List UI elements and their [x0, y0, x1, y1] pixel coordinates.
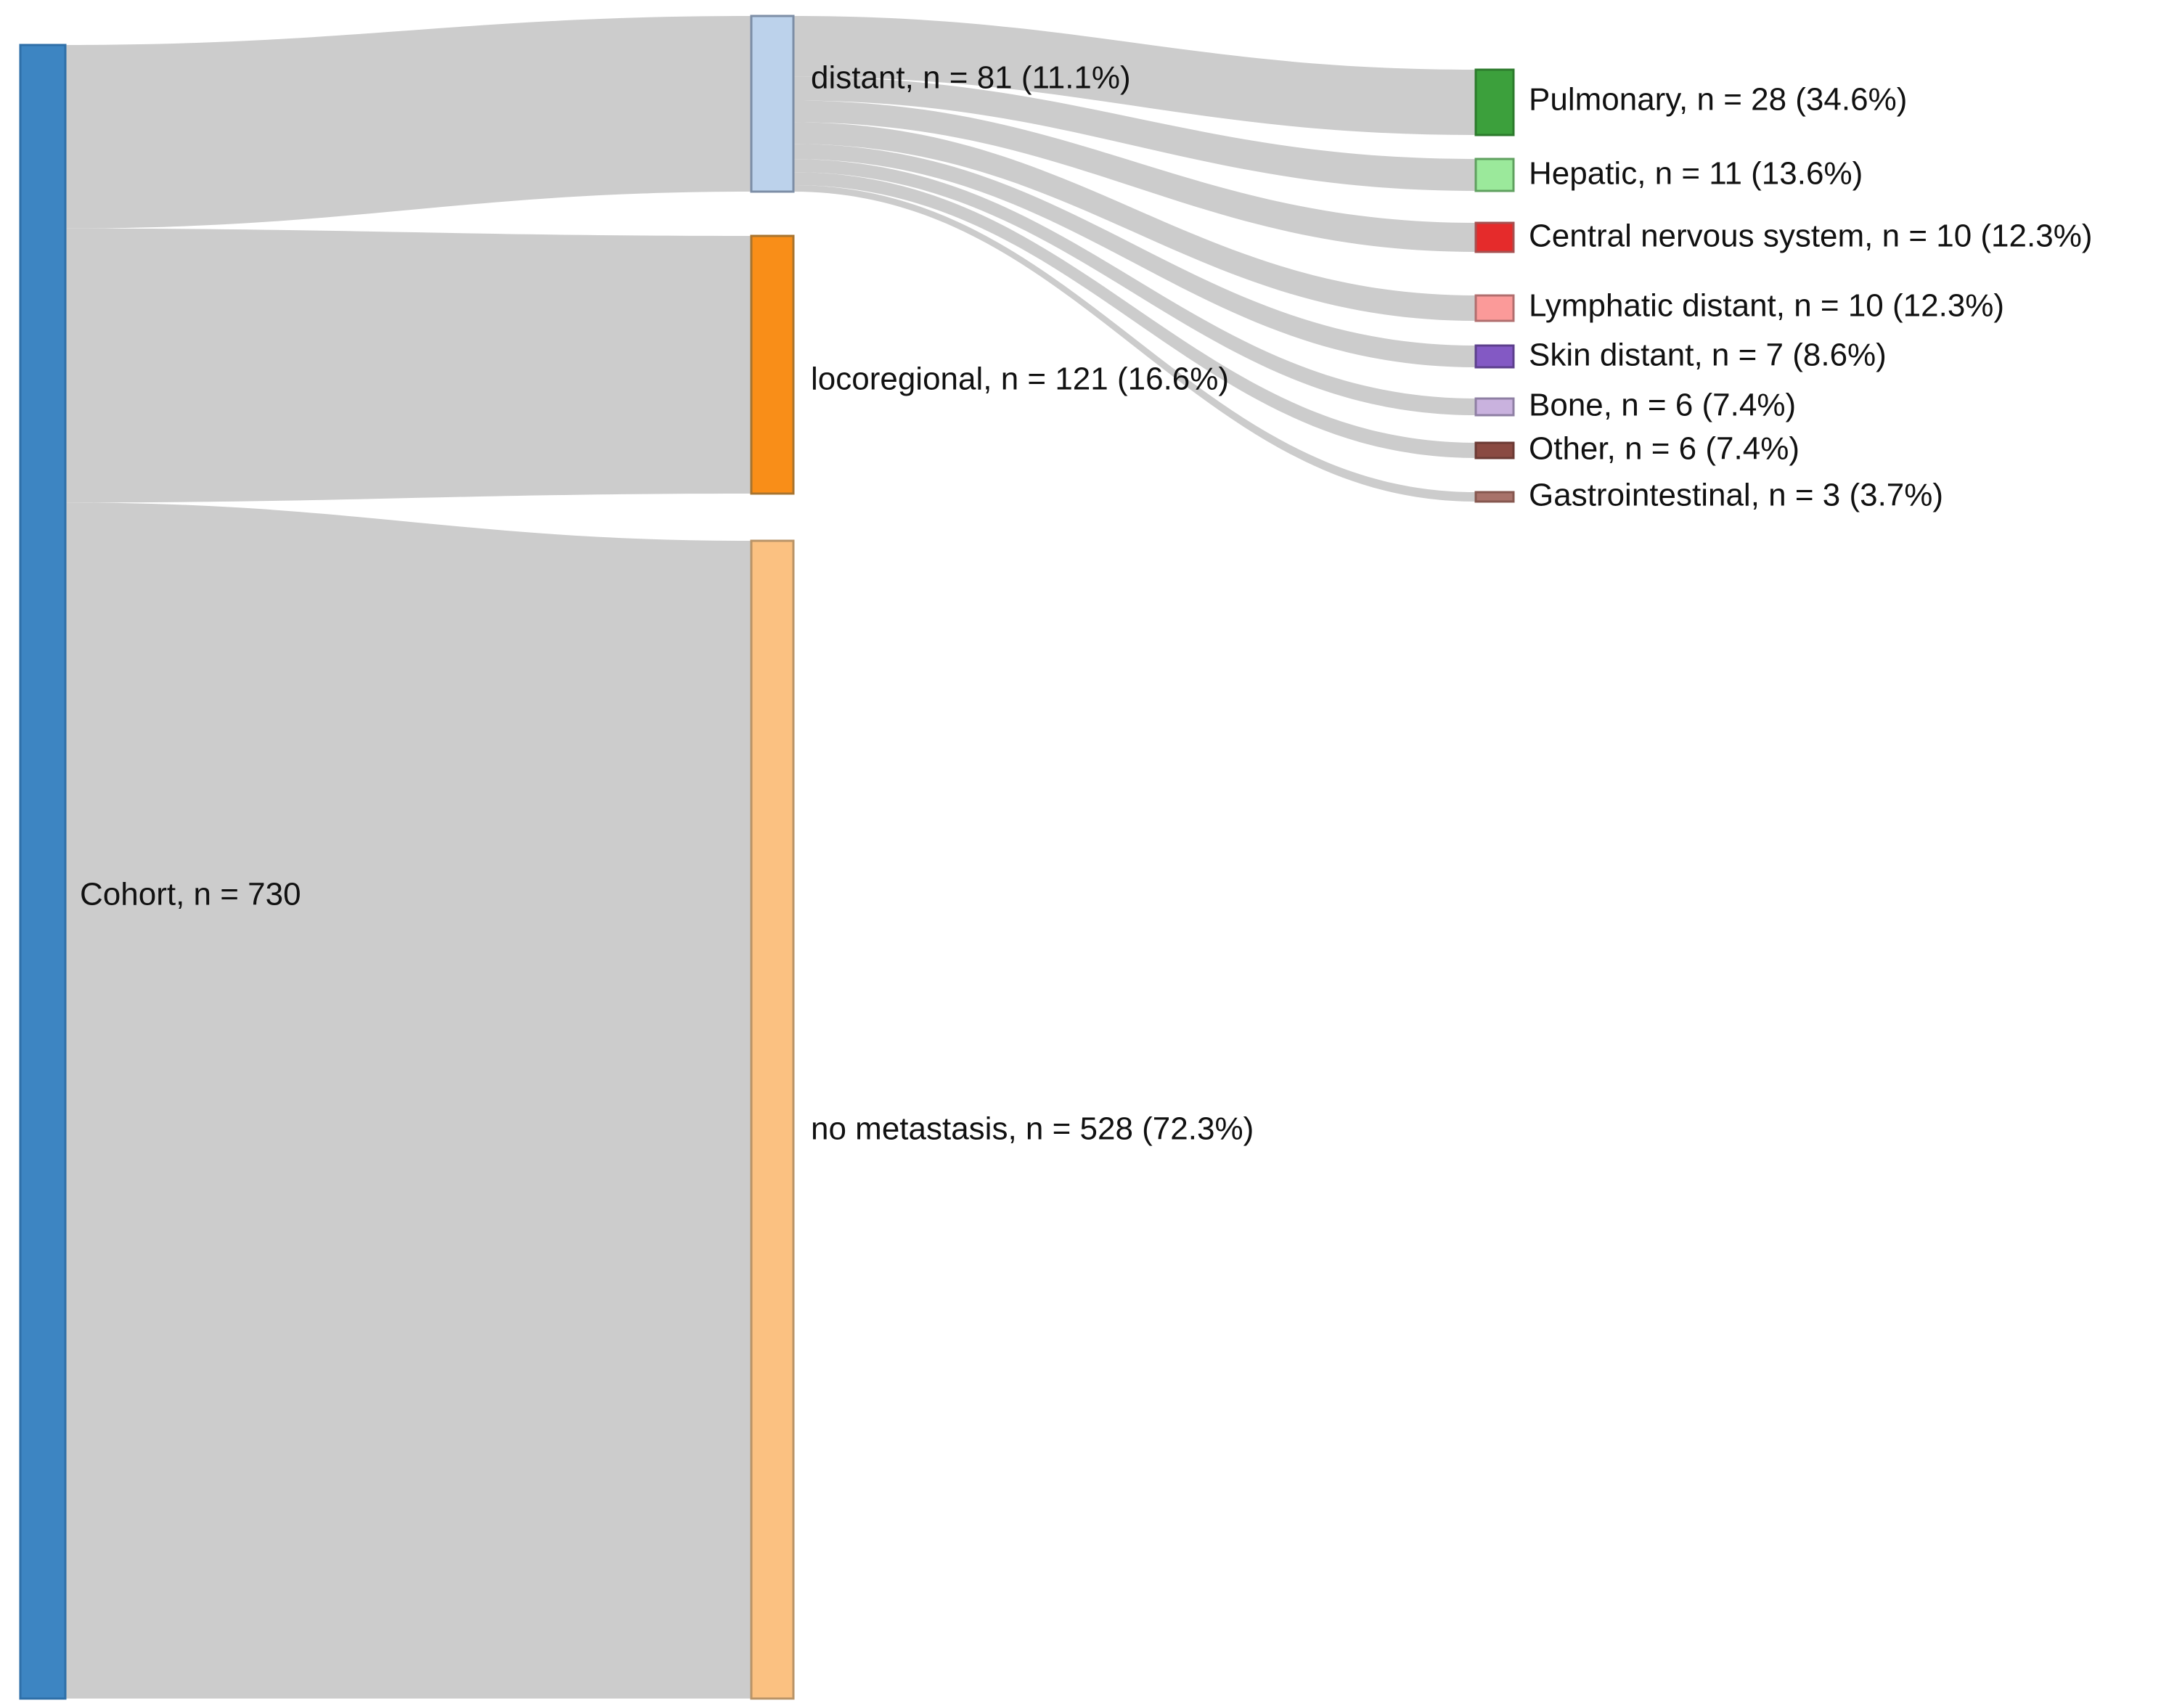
sankey-node-bone[interactable]	[1474, 397, 1515, 417]
sankey-link-cohort-to-distant[interactable]	[65, 16, 751, 229]
sankey-link-distant-to-cns[interactable]	[793, 100, 1476, 252]
sankey-link-distant-to-bone[interactable]	[793, 159, 1476, 415]
sankey-node-gastro[interactable]	[1474, 491, 1515, 503]
sankey-link-distant-to-lymphatic[interactable]	[793, 122, 1476, 321]
node-label-locoregional: locoregional, n = 121 (16.6%)	[811, 361, 1229, 397]
sankey-link-distant-to-hepatic[interactable]	[793, 76, 1476, 191]
sankey-node-other[interactable]	[1474, 441, 1515, 459]
sankey-node-cohort[interactable]	[19, 44, 67, 1700]
node-label-cns: Central nervous system, n = 10 (12.3%)	[1529, 218, 2092, 254]
node-label-bone: Bone, n = 6 (7.4%)	[1529, 388, 1796, 423]
sankey-node-hepatic[interactable]	[1474, 158, 1515, 192]
node-label-pulmonary: Pulmonary, n = 28 (34.6%)	[1529, 82, 1907, 118]
labels-layer: Cohort, n = 730 distant, n = 81 (11.1%) lo…	[80, 60, 2092, 1147]
node-label-skin: Skin distant, n = 7 (8.6%)	[1529, 338, 1887, 373]
node-label-cohort: Cohort, n = 730	[80, 877, 301, 912]
sankey-link-distant-to-other[interactable]	[793, 172, 1476, 458]
sankey-node-skin[interactable]	[1474, 344, 1515, 369]
sankey-link-distant-to-gastro[interactable]	[793, 185, 1476, 502]
node-label-nometastasis: no metastasis, n = 528 (72.3%)	[811, 1111, 1254, 1147]
node-label-distant: distant, n = 81 (11.1%)	[811, 60, 1131, 96]
sankey-node-nometastasis[interactable]	[750, 539, 795, 1700]
sankey-link-distant-to-pulmonary[interactable]	[793, 16, 1476, 135]
sankey-link-cohort-to-nometastasis[interactable]	[65, 502, 751, 1699]
sankey-node-pulmonary[interactable]	[1474, 68, 1515, 136]
sankey-node-distant[interactable]	[750, 15, 795, 193]
sankey-link-cohort-to-locoregional[interactable]	[65, 228, 751, 503]
sankey-node-locoregional[interactable]	[750, 234, 795, 495]
sankey-link-distant-to-skin[interactable]	[793, 144, 1476, 367]
node-label-other: Other, n = 6 (7.4%)	[1529, 431, 1800, 467]
sankey-node-cns[interactable]	[1474, 221, 1515, 253]
node-label-gastro: Gastrointestinal, n = 3 (3.7%)	[1529, 478, 1943, 513]
node-label-lymphatic: Lymphatic distant, n = 10 (12.3%)	[1529, 288, 2004, 324]
node-label-hepatic: Hepatic, n = 11 (13.6%)	[1529, 156, 1863, 192]
links-layer	[65, 16, 1476, 1699]
sankey-node-lymphatic[interactable]	[1474, 294, 1515, 322]
nodes-layer	[19, 15, 1515, 1700]
